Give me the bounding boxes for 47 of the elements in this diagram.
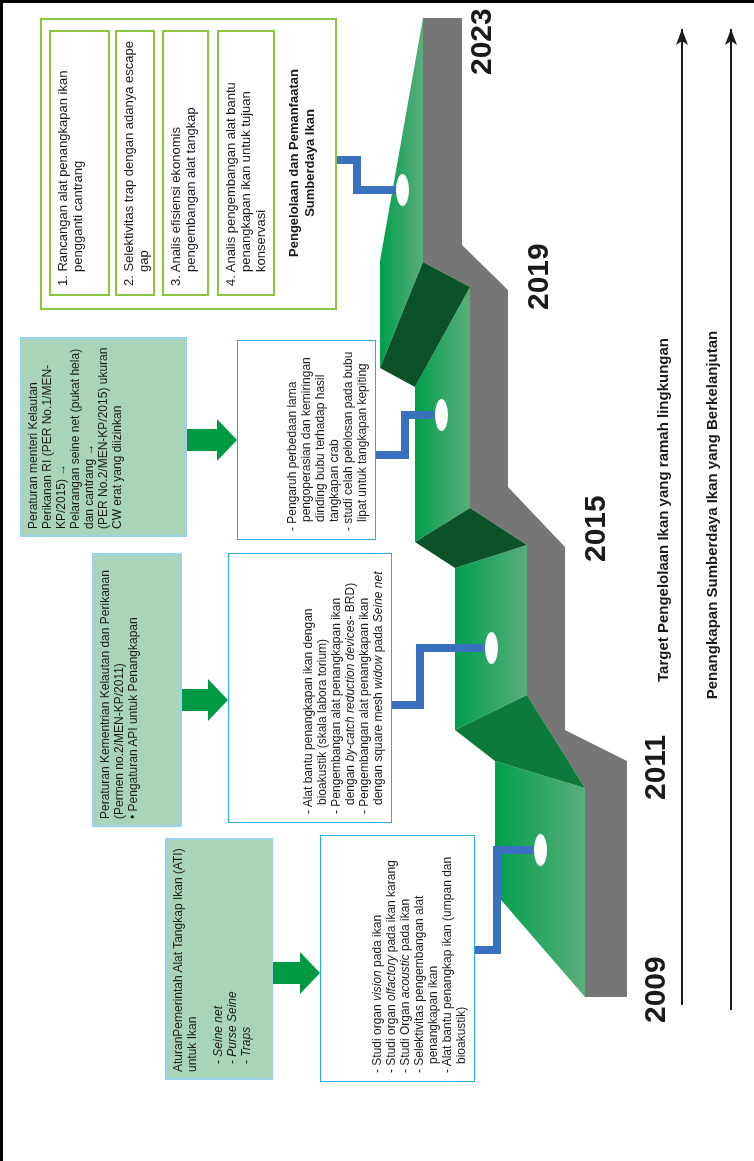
connector-line (475, 846, 534, 954)
block-arrow (187, 419, 237, 461)
list-item: - Purse Seine (225, 990, 239, 1066)
connector-line (392, 644, 485, 709)
regulation-text: AturanPemerintah Alat Tangkap Ikan (ATI) untuk Ikan (171, 847, 199, 1072)
list-item: - Seine net (211, 1004, 225, 1066)
list-item: (PER No.2/MEN-KP/2015) ukuran CW erat yang diizinkan (96, 346, 124, 529)
goal-item-box (162, 30, 209, 296)
block-arrow (182, 679, 228, 721)
list-item: - Alat bantu penangkap ikan (umpan dan bioakustik) (440, 855, 468, 1073)
list-item: - Alat bantu penangkapan ikan dengan bioakustik (skala labora torium) (301, 607, 329, 814)
list-item: - Pengembangan alat penangkapan ikan dengan by-catch reduction devices- BRD) (329, 581, 357, 814)
goal-text: 2. Selektivitas trap dengan adanya escape gap (121, 40, 151, 286)
goal-text: 3. Analis efisiensi ekonomis pengembangan alat tangkap (168, 106, 198, 286)
connector-line (376, 411, 435, 459)
regulation-box (20, 337, 187, 537)
regulation-text: Peraturan menteri Kelautan Perikanan RI (PER No.1/MEN-KP/2015) → (26, 363, 68, 529)
regulation-box (92, 553, 182, 827)
regulation-box (165, 838, 273, 1080)
goal-item-box (217, 30, 275, 296)
connector-line (337, 156, 396, 194)
goal-text: 1. Rancangan alat penangkapan ikan pengganti cantrang (55, 69, 85, 286)
year-label: 2011 (640, 734, 670, 800)
research-box (228, 553, 392, 823)
goal-text: 4. Analis pengembangan alat bantu penangkapan ikan untuk tujuan konservasi (223, 81, 268, 286)
regulation-text: Peraturan Kementrian Kelautan dan Perikanan (Permen no.2/MEN-KP/2011) (98, 569, 126, 819)
arrow-label: Penangkapan Sumberdaya Ikan yang Berkelanjutan (703, 329, 721, 702)
list-item: • Pengaturan API untuk Penangkapan (126, 616, 140, 819)
year-label: 2015 (580, 495, 610, 562)
panel-title: Pengelolaan dan Pemanfaatan Sumberdaya Ikan (286, 68, 318, 259)
list-item: - Pengaruh perbedaan lama pengoperasian dan kemiringan dinding bubu terhadap hasil tangkapan crab (285, 356, 341, 531)
list-item: - Studi organ olfactory pada ikan karang (384, 859, 398, 1073)
list-item: Pelarangan seine net (pukat hela) dan cantrang → (68, 347, 96, 529)
list-item: - Studi Organ acoustic pada ikan (398, 897, 412, 1073)
year-label: 2019 (523, 243, 553, 310)
list-item: - Studi organ vision pada ikan (370, 913, 384, 1073)
block-arrow (273, 952, 320, 994)
year-label: 2009 (640, 956, 670, 1023)
goal-item-box (115, 30, 155, 296)
list-item: - Selektivitas pengembangan alat penangkapan ikan (412, 894, 440, 1073)
goal-panel (40, 18, 337, 310)
arrow-label: Target Pengelolaan Ikan yang ramah lingkungan (654, 337, 672, 684)
research-box (237, 340, 376, 540)
list-item: - Traps (239, 1025, 253, 1066)
goal-item-box (49, 30, 110, 296)
research-box (320, 835, 475, 1082)
year-label: 2023 (466, 8, 496, 75)
